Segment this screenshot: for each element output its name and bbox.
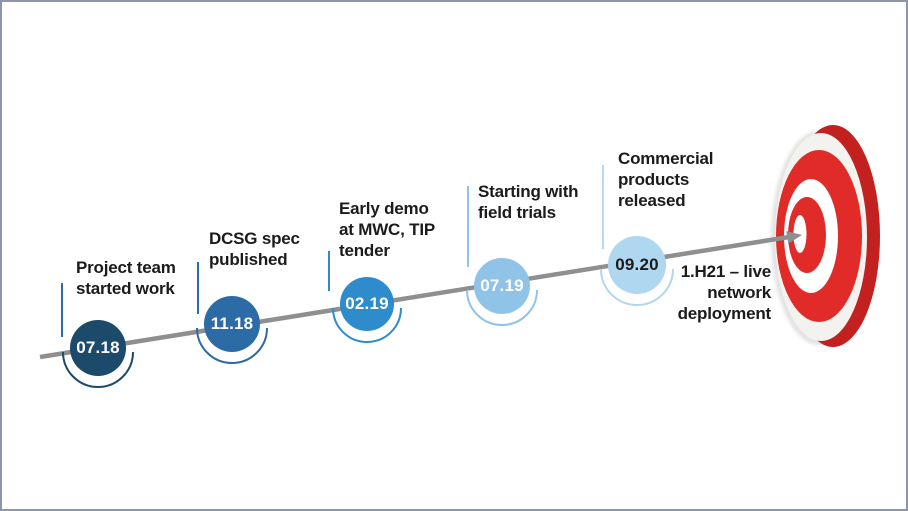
milestone-date: 07.18 <box>76 338 120 357</box>
milestone-arc <box>62 351 134 388</box>
milestone-circle <box>340 277 394 331</box>
timeline-arrow-head <box>786 231 802 244</box>
target-bullseye <box>771 125 880 347</box>
milestone-label: Commercial products released <box>618 149 714 210</box>
milestone-circle <box>204 296 260 352</box>
milestone-date: 07.19 <box>480 276 524 295</box>
milestone-date: 09.20 <box>615 255 659 274</box>
milestone-arc <box>196 327 268 364</box>
milestone-label: Starting with field trials <box>478 182 579 222</box>
goal-label: 1.H21 – live network deployment <box>677 262 772 323</box>
milestone-arc <box>466 289 538 326</box>
target-center <box>788 197 826 273</box>
milestone-arc <box>332 307 402 343</box>
milestone-circle <box>474 258 530 314</box>
milestone-label: Project team started work <box>76 258 176 298</box>
milestone-label: DCSG spec published <box>209 229 300 269</box>
milestone-circle <box>608 236 666 294</box>
milestone-date: 02.19 <box>345 294 389 313</box>
milestone-date: 11.18 <box>210 314 254 333</box>
milestone-label: Early demo at MWC, TIP tender <box>339 199 436 260</box>
milestone-arc <box>600 268 674 306</box>
target-center-hole <box>793 215 807 253</box>
milestone-circle <box>70 320 126 376</box>
